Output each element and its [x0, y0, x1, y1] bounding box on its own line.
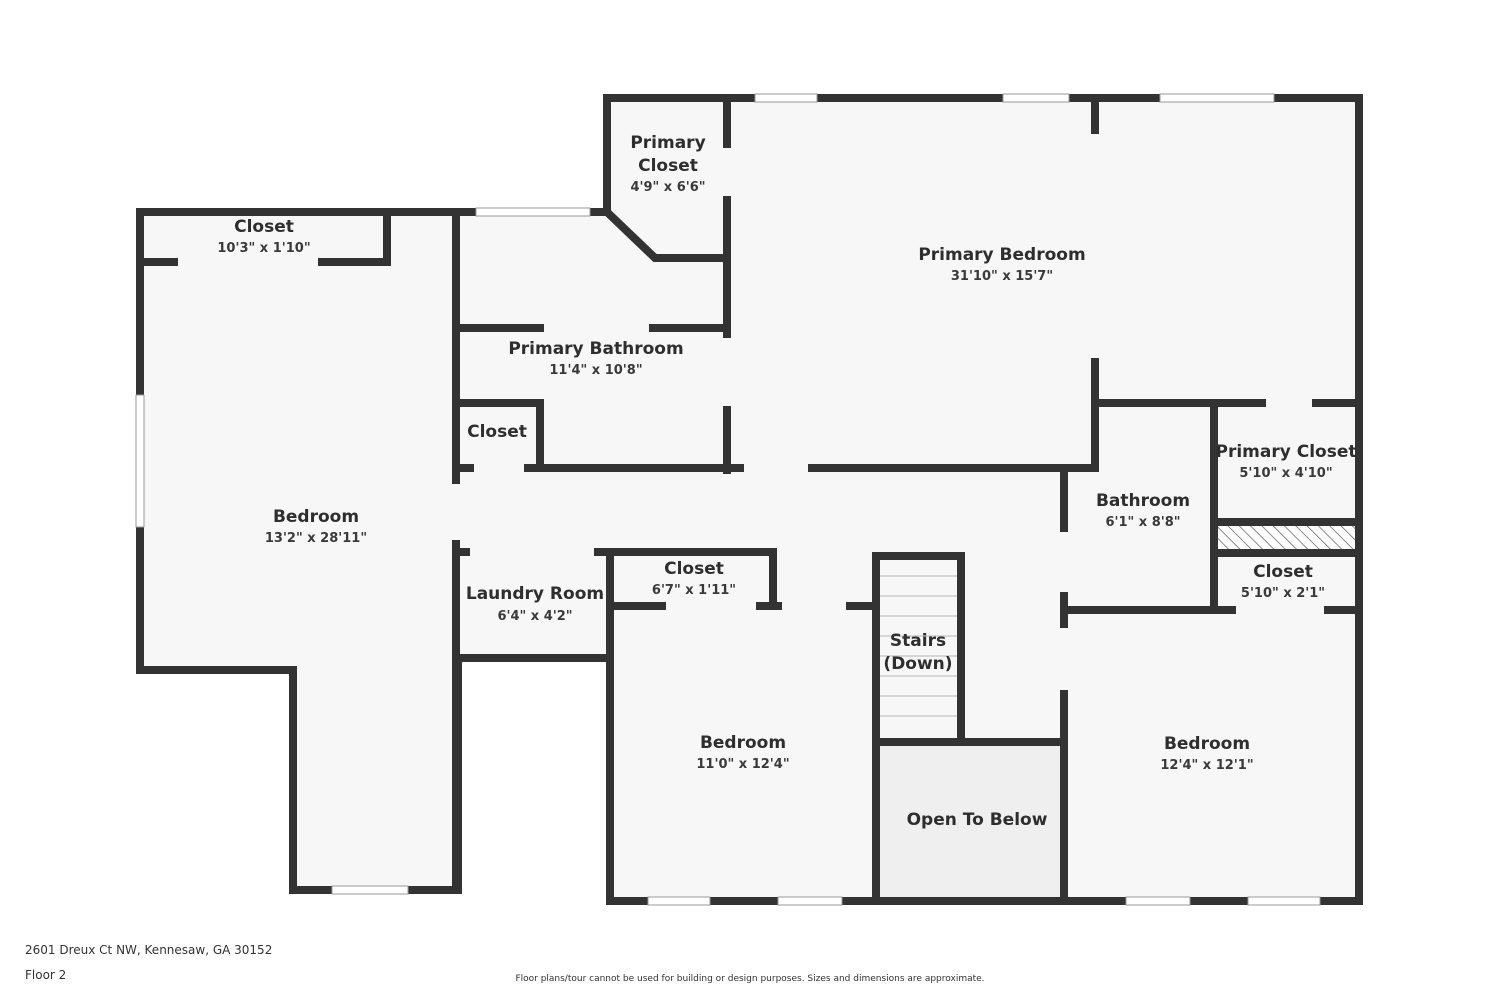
room-primary-closet-right: Primary Closet 5'10" x 4'10" [1216, 442, 1357, 481]
room-name: Closet [1253, 562, 1313, 582]
room-stairs: Stairs (Down) [883, 631, 952, 674]
room-bedroom-left: Bedroom 13'2" x 28'11" [265, 507, 367, 546]
room-dimensions: 5'10" x 4'10" [1239, 466, 1332, 481]
room-primary-bathroom: Primary Bathroom 11'4" x 10'8" [508, 339, 683, 378]
room-name: Primary [630, 133, 705, 153]
room-name: Stairs [890, 631, 946, 651]
room-name: Closet [234, 217, 294, 237]
room-dimensions: 6'1" x 8'8" [1105, 515, 1180, 530]
room-name: Bedroom [1164, 734, 1250, 754]
room-bedroom-right: Bedroom 12'4" x 12'1" [1160, 734, 1253, 773]
address: 2601 Dreux Ct NW, Kennesaw, GA 30152 [25, 943, 273, 957]
chimney-hatch [1216, 526, 1358, 550]
room-primary-closet-top: Primary Closet 4'9" x 6'6" [630, 133, 705, 195]
room-dimensions: 6'4" x 4'2" [497, 609, 572, 624]
room-name: Laundry Room [466, 584, 604, 604]
room-dimensions: 12'4" x 12'1" [1160, 758, 1253, 773]
room-dimensions: 31'10" x 15'7" [951, 269, 1053, 284]
room-dimensions: 11'4" x 10'8" [549, 363, 642, 378]
room-name: Closet [467, 422, 527, 442]
room-name: Primary Bathroom [508, 339, 683, 359]
room-name: Open To Below [907, 810, 1048, 830]
room-name: Closet [638, 156, 698, 176]
room-dimensions: 6'7" x 1'11" [652, 583, 736, 598]
room-dimensions: 13'2" x 28'11" [265, 531, 367, 546]
room-dimensions: 5'10" x 2'1" [1241, 586, 1325, 601]
room-bathroom: Bathroom 6'1" x 8'8" [1096, 491, 1190, 530]
stair-treads [880, 575, 957, 717]
room-closet-top-left: Closet 10'3" x 1'10" [217, 217, 310, 256]
room-name: Bathroom [1096, 491, 1190, 511]
disclaimer: Floor plans/tour cannot be used for buil… [515, 974, 985, 984]
room-name: Bedroom [700, 733, 786, 753]
room-name: Closet [664, 559, 724, 579]
room-closet-middle: Closet 6'7" x 1'11" [652, 559, 736, 598]
room-name: Primary Closet [1216, 442, 1357, 462]
windows [135, 93, 1321, 906]
room-closet-small: Closet [467, 422, 527, 442]
floor-label: Floor 2 [25, 968, 67, 982]
room-name: (Down) [883, 654, 952, 674]
room-name: Bedroom [273, 507, 359, 527]
room-primary-bedroom: Primary Bedroom 31'10" x 15'7" [918, 245, 1085, 284]
room-dimensions: 4'9" x 6'6" [630, 180, 705, 195]
door-openings [178, 148, 1324, 690]
room-closet-right: Closet 5'10" x 2'1" [1241, 562, 1325, 601]
room-open-to-below: Open To Below [907, 810, 1048, 830]
room-dimensions: 11'0" x 12'4" [696, 757, 789, 772]
room-bedroom-middle: Bedroom 11'0" x 12'4" [696, 733, 789, 772]
room-name: Primary Bedroom [918, 245, 1085, 265]
open-to-below-area [876, 742, 1062, 900]
room-dimensions: 10'3" x 1'10" [217, 241, 310, 256]
floor-area [140, 98, 1361, 901]
room-laundry-room: Laundry Room 6'4" x 4'2" [466, 584, 604, 624]
